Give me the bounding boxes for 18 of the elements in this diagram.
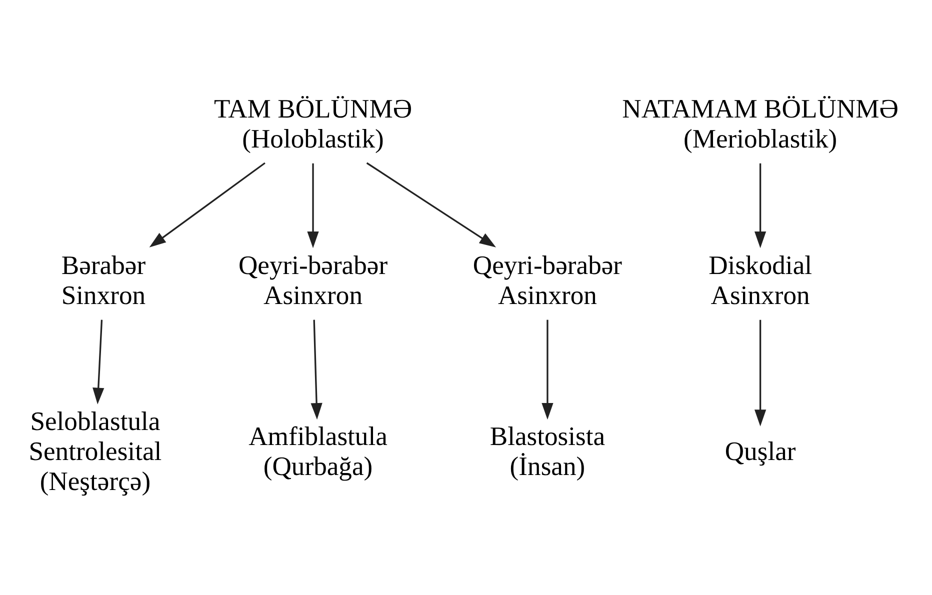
arrow xyxy=(92,320,104,404)
arrow xyxy=(542,320,554,420)
node-text: Bərabər Sinxron xyxy=(61,250,146,310)
arrow xyxy=(310,320,322,420)
node-text: Amfiblastula (Qurbağa) xyxy=(248,421,388,482)
node-text: Diskodial Asinxron xyxy=(708,250,812,310)
node-text: NATAMAM BÖLÜNMƏ (Merioblastik) xyxy=(622,94,899,154)
node-text: Blastosista (İnsan) xyxy=(490,421,606,482)
node-text: TAM BÖLÜNMƏ (Holoblastik) xyxy=(214,94,412,154)
arrow xyxy=(754,163,766,248)
arrow xyxy=(307,163,319,248)
node-text: Quşlar xyxy=(724,436,796,466)
arrow xyxy=(754,320,766,426)
node-text: Qeyri-bərabər Asinxron xyxy=(238,250,388,310)
node-text: Seloblastula Sentrolesital (Neştərçə) xyxy=(28,406,162,496)
node-text: Qeyri-bərabər Asinxron xyxy=(472,250,622,310)
arrow xyxy=(366,162,496,248)
arrow xyxy=(149,162,266,248)
